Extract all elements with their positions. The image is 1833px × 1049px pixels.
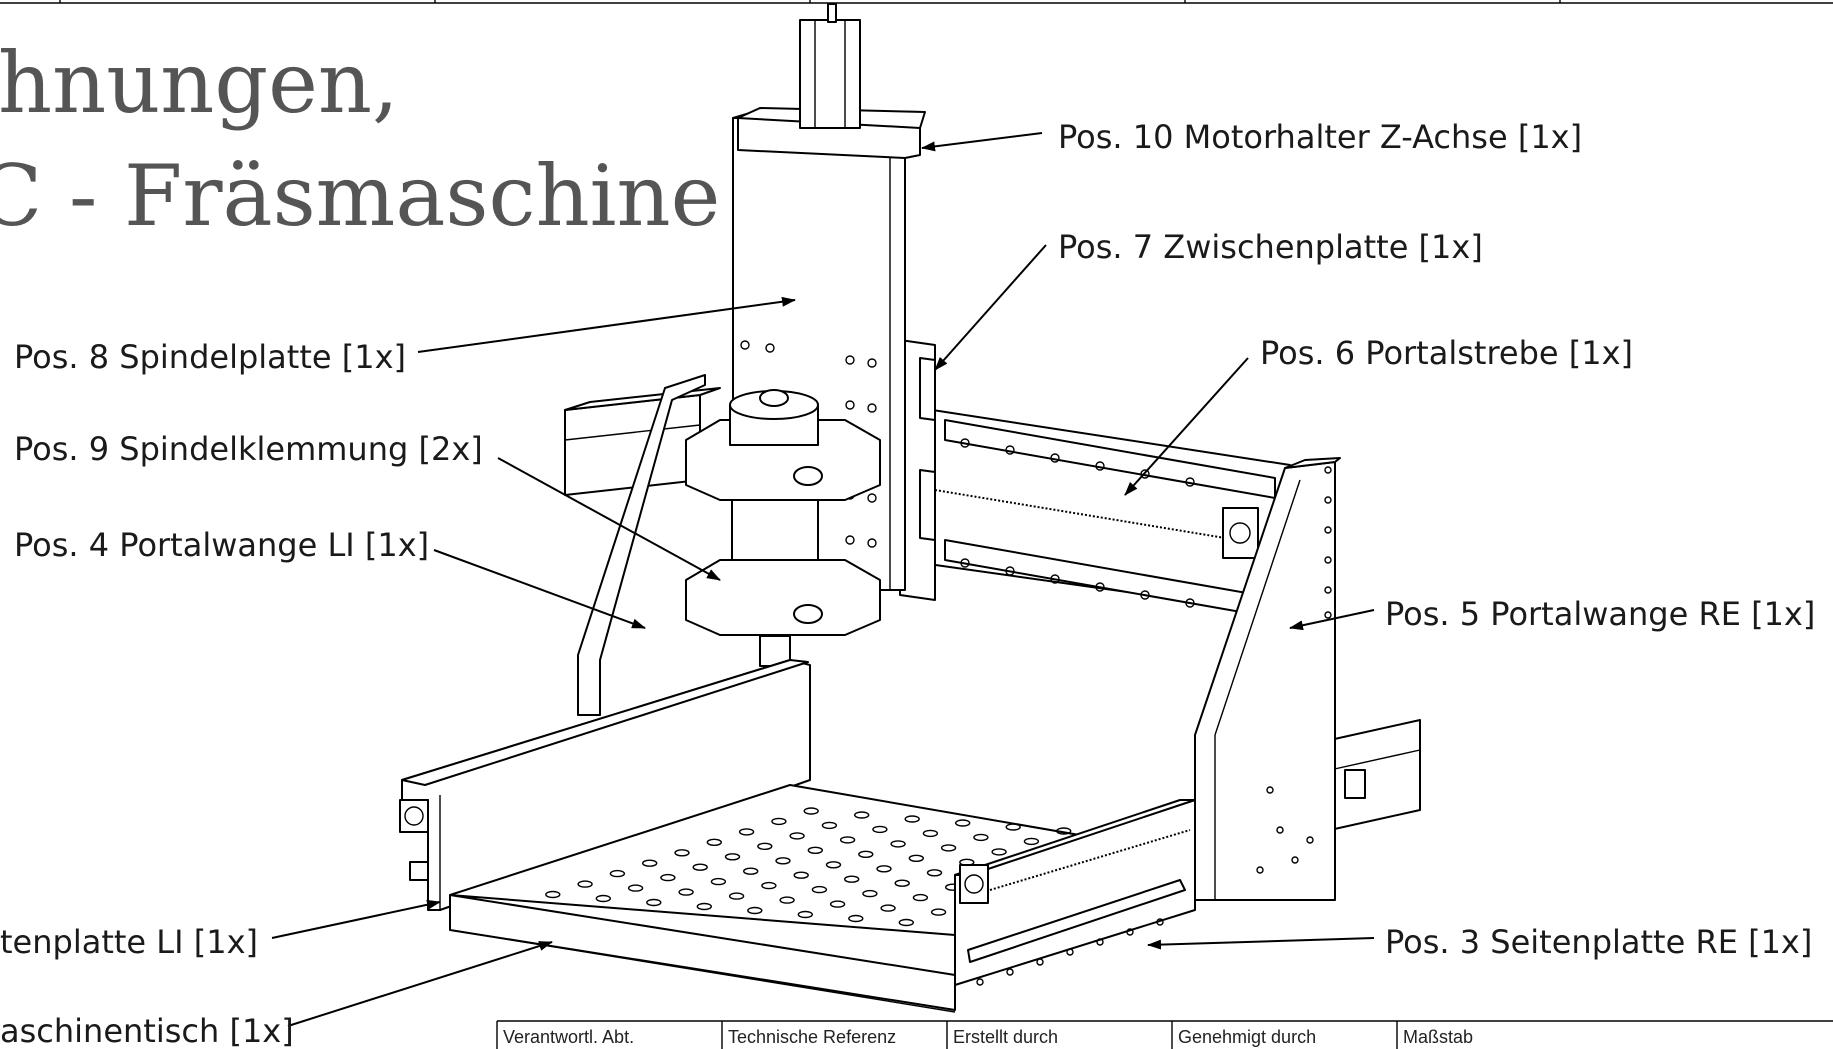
title-block: Verantwortl. Abt. Technische Referenz Er… [496,1020,1833,1049]
table-hole [862,889,878,898]
table-hole [761,881,777,890]
table-hole [912,893,929,902]
leader-pos3 [1147,937,1375,950]
table-hole [876,865,892,873]
cnc-machine-drawing [399,3,1421,1013]
callout-pos3: Pos. 3 Seitenplatte RE [1x] [1385,923,1812,961]
table-hole [738,828,755,836]
table-hole [894,879,910,887]
leader-pos6 [1124,357,1249,496]
title-line-2: C - Fräsmaschine [0,147,720,245]
table-hole [692,863,708,871]
table-hole [890,840,906,848]
title-line-1: hnungen, [0,34,399,132]
table-hole [803,807,819,815]
callout-pos9: Pos. 9 Spindelklemmung [2x] [14,430,483,468]
table-hole [908,854,924,862]
table-hole [848,914,864,923]
intermediate-plate [899,339,936,601]
table-hole [678,888,694,896]
side-plate-right [954,799,1196,986]
table-hole [627,884,644,892]
table-hole [858,850,874,858]
table-hole [880,904,896,912]
gantry-side-right [1194,457,1341,901]
leader-pos5 [1289,609,1375,631]
table-hole [642,859,658,867]
table-hole [898,918,914,927]
callout-pos7: Pos. 7 Zwischenplatte [1x] [1058,228,1483,266]
table-hole [854,811,870,819]
table-hole [696,902,712,911]
title-block-department: Verantwortl. Abt. [503,1027,634,1047]
leader-pos2 [271,899,441,939]
gantry-beam [899,404,1291,619]
leader-pos9 [497,457,721,581]
table-hole [825,861,842,869]
leader-pos1 [287,941,553,1027]
table-hole [793,871,809,879]
table-hole [775,857,791,865]
table-hole [743,867,759,875]
table-hole [609,869,626,878]
callout-pos10: Pos. 10 Motorhalter Z-Achse [1x] [1058,118,1582,156]
table-hole [674,849,690,857]
table-hole [991,848,1007,856]
table-hole [545,890,561,899]
table-hole [595,894,611,903]
title-block-scale: Maßstab [1403,1027,1473,1047]
table-hole [797,910,813,919]
table-hole [710,877,727,886]
table-hole [844,875,860,883]
leader-pos4 [433,549,646,629]
title-block-approved-by: Genehmigt durch [1178,1027,1316,1047]
table-hole [779,896,795,904]
spindle-motor [685,389,881,689]
table-hole [747,906,763,915]
callout-pos6: Pos. 6 Portalstrebe [1x] [1260,334,1633,372]
table-hole [789,832,805,840]
callout-pos4: Pos. 4 Portalwange LI [1x] [14,526,429,564]
callout-pos2: tenplatte LI [1x] [0,923,258,961]
leader-pos10 [921,132,1043,152]
table-hole [904,815,920,823]
motor-holder-z [737,3,926,159]
table-hole [930,908,947,916]
table-hole [955,819,971,827]
callout-pos5: Pos. 5 Portalwange RE [1x] [1385,595,1815,633]
table-hole [829,900,846,908]
title-block-created-by: Erstellt durch [953,1027,1058,1047]
table-hole [973,833,989,842]
side-plate-left [399,659,811,911]
leader-lines [271,132,1375,1027]
sheet-top-border [0,0,1833,4]
callout-labels: Pos. 10 Motorhalter Z-Achse [1x] Pos. 7 … [0,118,1815,1049]
table-hole [771,817,787,826]
callout-pos1: aschinentisch [1x] [0,1012,294,1049]
table-hole [660,873,676,882]
callout-pos8: Pos. 8 Spindelplatte [1x] [14,338,406,376]
table-hole [940,844,957,852]
table-hole [807,846,823,854]
table-hole [922,829,939,838]
table-hole [926,869,943,877]
table-hole [646,898,662,907]
table-hole [728,892,745,900]
table-hole [811,885,828,894]
x-rail-right-front [1329,719,1421,831]
table-hole [1023,837,1040,846]
table-hole [724,853,741,861]
table-hole [821,821,838,830]
table-hole [839,836,856,844]
table-hole [757,842,773,850]
table-hole [1005,823,1021,831]
table-hole [706,838,722,846]
table-hole [872,825,888,834]
table-hole [577,880,593,888]
title-block-technical-reference: Technische Referenz [728,1027,896,1047]
table-hole [1055,827,1072,835]
leader-pos8 [417,296,796,353]
leader-pos7 [934,244,1047,371]
